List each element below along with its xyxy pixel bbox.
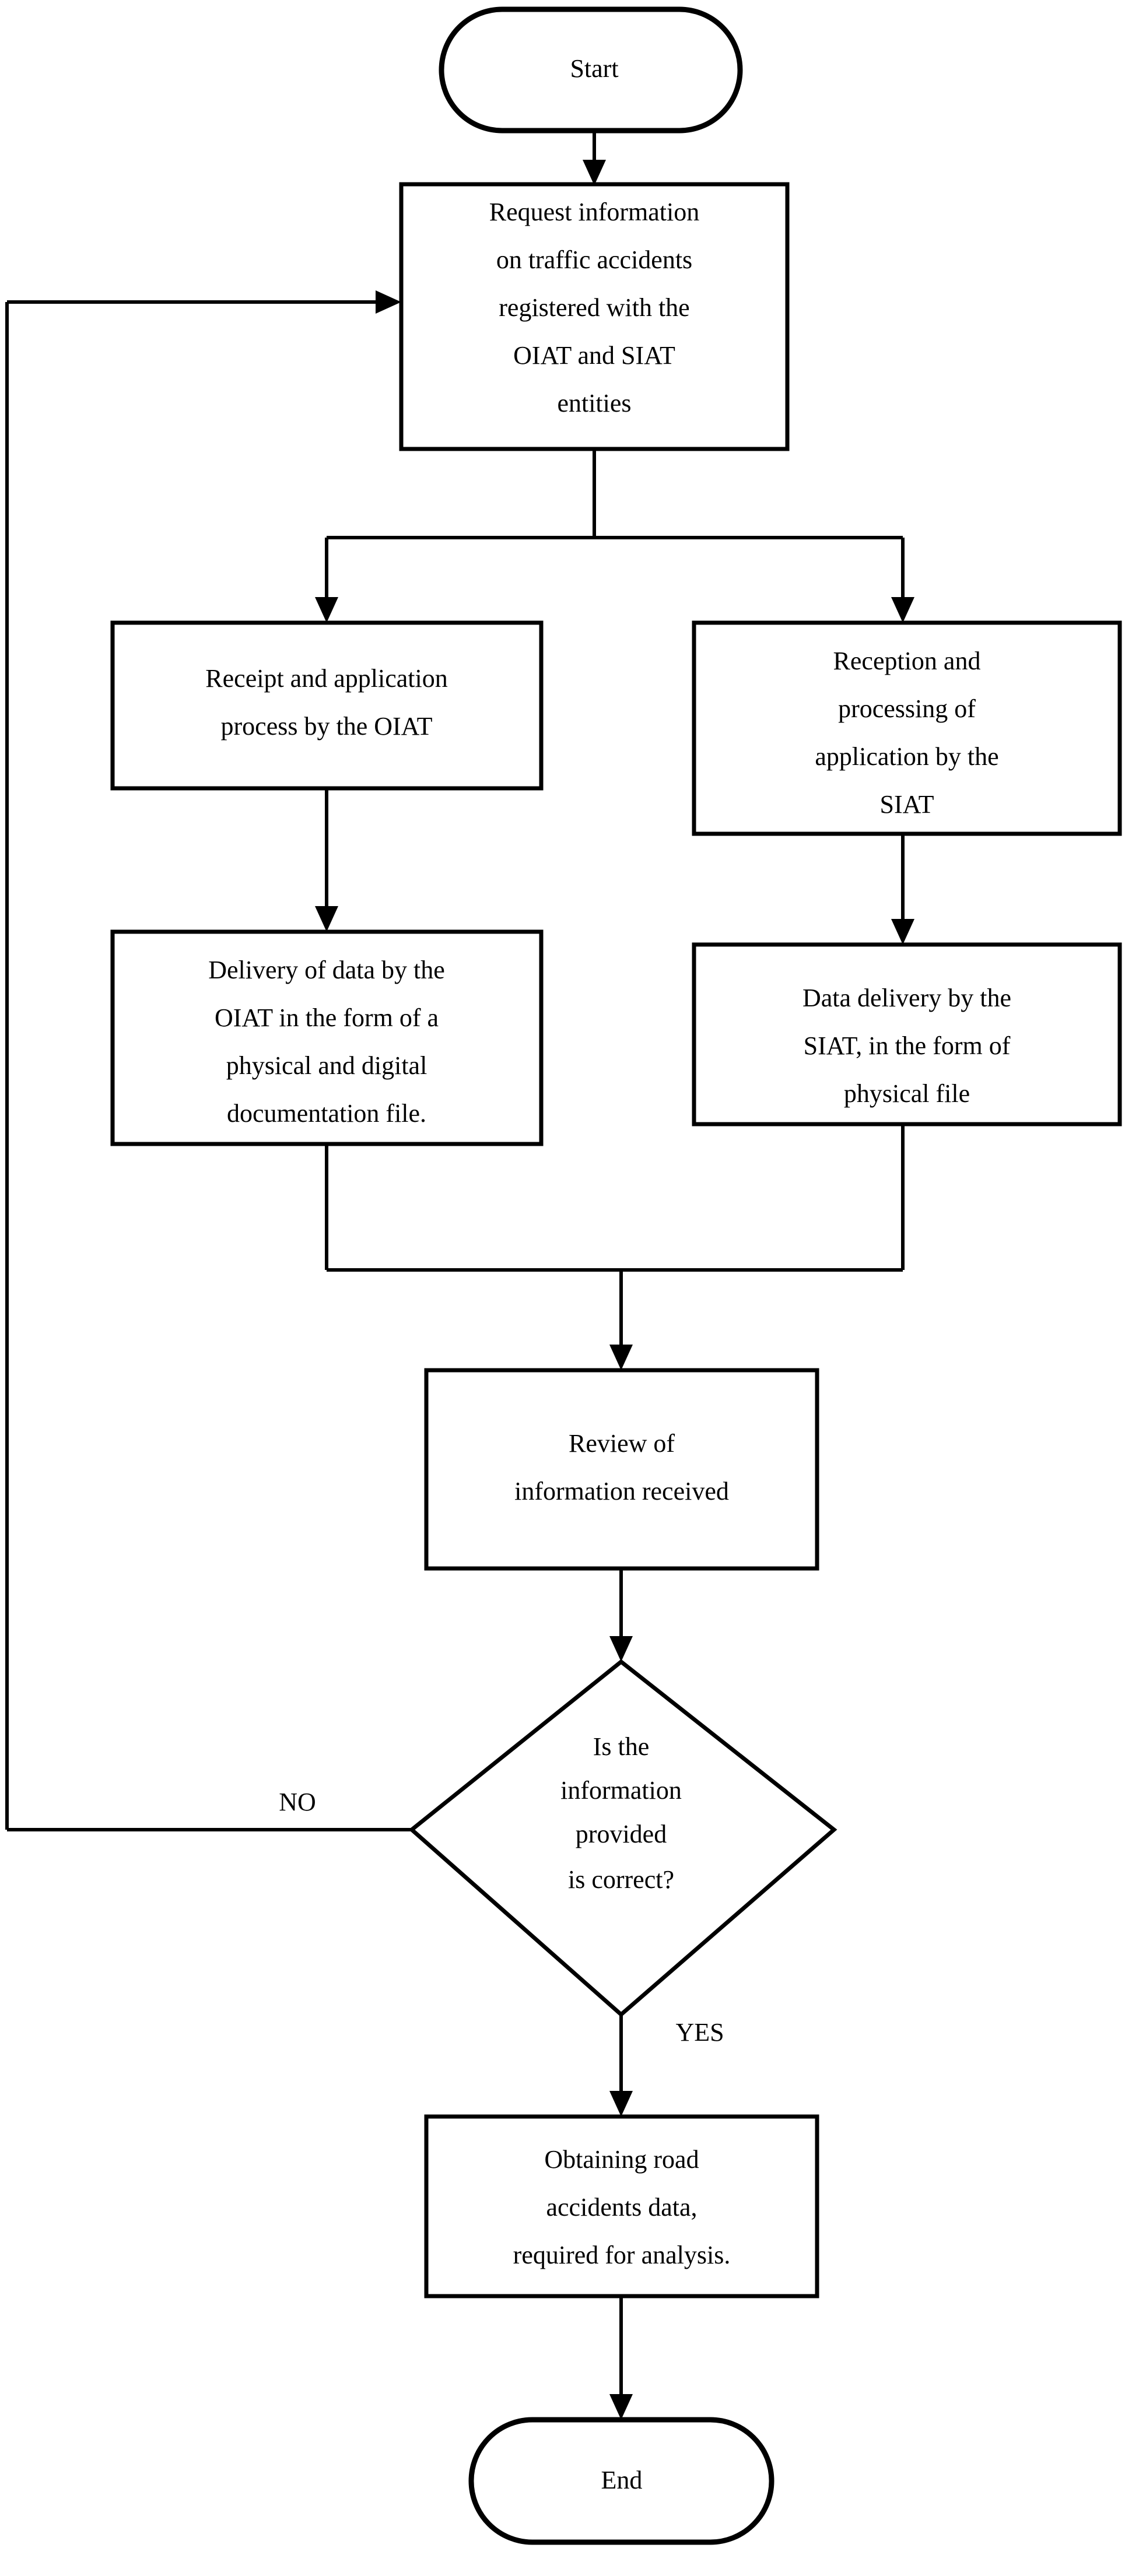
oiat-receipt-process-shape xyxy=(110,620,544,791)
node-request-line-4: OIAT and SIAT xyxy=(513,341,675,370)
decision-diamond-shape xyxy=(408,1659,837,2017)
edge-request-split xyxy=(315,449,914,623)
node-oiat-delivery[interactable]: Delivery of data by the OIAT in the form… xyxy=(110,929,544,1146)
node-oiat-delivery-line-3: physical and digital xyxy=(226,1051,427,1080)
oiat-delivery-process-shape xyxy=(110,929,544,1146)
node-siat-delivery-line-3: physical file xyxy=(844,1079,970,1108)
arrowhead-left-branch xyxy=(315,597,338,623)
node-oiat-receipt-line-1: Receipt and application xyxy=(205,664,447,693)
node-request-information[interactable]: Request information on traffic accidents… xyxy=(399,182,790,451)
node-oiat-delivery-line-1: Delivery of data by the xyxy=(208,956,445,984)
node-siat-reception-line-4: SIAT xyxy=(880,790,934,819)
siat-reception-process-shape xyxy=(692,620,1122,836)
node-siat-reception-line-2: processing of xyxy=(838,694,976,723)
start-terminal-shape xyxy=(439,6,743,134)
edge-merge-to-review xyxy=(325,1124,905,1370)
edge-obtain-to-end xyxy=(609,2296,633,2420)
arrowhead-no-loop xyxy=(376,290,401,314)
node-oiat-delivery-line-2: OIAT in the form of a xyxy=(215,1003,439,1032)
siat-delivery-process-shape xyxy=(692,942,1122,1126)
node-review-line-1: Review of xyxy=(569,1429,675,1458)
node-request-line-5: entities xyxy=(557,389,631,417)
edge-label-yes: YES xyxy=(675,2018,724,2047)
edge-oiat-receipt-to-delivery xyxy=(315,788,338,932)
node-siat-reception-line-3: application by the xyxy=(815,742,998,771)
node-oiat-receipt[interactable]: Receipt and application process by the O… xyxy=(110,620,544,791)
review-process-shape xyxy=(424,1368,819,1571)
edge-start-to-request xyxy=(583,131,606,185)
node-oiat-delivery-line-4: documentation file. xyxy=(227,1099,426,1128)
arrowhead-right-branch xyxy=(891,597,914,623)
node-request-line-1: Request information xyxy=(489,198,700,226)
node-request-line-3: registered with the xyxy=(499,293,689,322)
edge-review-to-decision xyxy=(609,1568,633,1662)
edge-decision-yes xyxy=(609,2015,633,2117)
node-end[interactable]: End xyxy=(468,2417,774,2545)
node-start[interactable]: Start xyxy=(439,6,743,134)
edge-label-no: NO xyxy=(279,1788,316,1816)
node-end-label: End xyxy=(601,2466,643,2494)
node-obtaining-data[interactable]: Obtaining road accidents data, required … xyxy=(424,2114,819,2298)
node-oiat-receipt-line-2: process by the OIAT xyxy=(221,712,433,740)
edge-siat-reception-to-delivery xyxy=(891,834,914,945)
obtain-process-shape xyxy=(424,2114,819,2298)
node-decision[interactable]: Is the information provided is correct? xyxy=(408,1659,837,2017)
request-process-shape xyxy=(399,182,790,451)
node-siat-reception-line-1: Reception and xyxy=(833,647,981,675)
node-decision-line-3: provided xyxy=(576,1820,667,1848)
node-obtain-line-3: required for analysis. xyxy=(513,2241,731,2269)
edge-decision-no-loop xyxy=(5,290,412,1831)
node-siat-delivery[interactable]: Data delivery by the SIAT, in the form o… xyxy=(692,942,1122,1126)
node-decision-line-1: Is the xyxy=(593,1732,650,1761)
node-obtain-line-2: accidents data, xyxy=(546,2193,698,2221)
node-decision-line-2: information xyxy=(560,1776,682,1805)
node-siat-delivery-line-1: Data delivery by the xyxy=(802,984,1011,1012)
node-review-line-2: information received xyxy=(514,1477,729,1505)
node-siat-delivery-line-2: SIAT, in the form of xyxy=(804,1031,1011,1060)
node-obtain-line-1: Obtaining road xyxy=(544,2145,699,2174)
node-siat-reception[interactable]: Reception and processing of application … xyxy=(692,620,1122,836)
node-review[interactable]: Review of information received xyxy=(424,1368,819,1571)
node-decision-line-4: is correct? xyxy=(568,1865,674,1894)
node-start-label: Start xyxy=(570,54,618,83)
node-request-line-2: on traffic accidents xyxy=(496,245,692,274)
end-terminal-shape xyxy=(468,2417,774,2545)
